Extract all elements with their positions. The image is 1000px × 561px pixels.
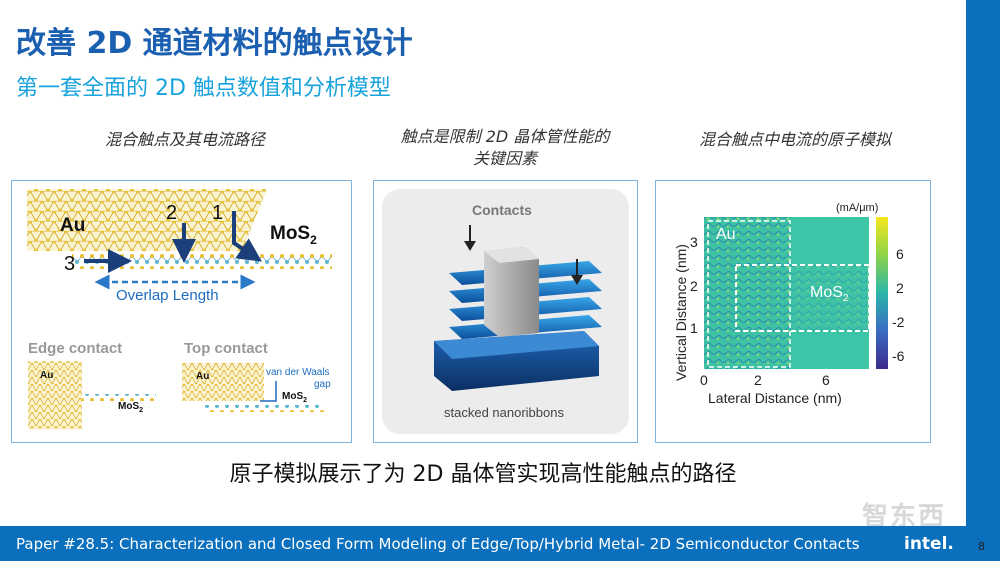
y-tick-3: 3 — [690, 234, 698, 250]
contact-arrowhead-right — [571, 275, 583, 285]
edge-contact-label: Edge contact — [28, 340, 122, 357]
hybrid-contact-illustration: Au MoS2 1 2 3 Overlap Length Edge contac… — [27, 189, 332, 429]
y-axis-label: Vertical Distance (nm) — [673, 244, 689, 381]
mos2-region-box — [735, 264, 870, 332]
nanoribbons-label: stacked nanoribbons — [444, 405, 564, 420]
y-tick-1: 1 — [690, 320, 698, 336]
y-tick-2: 2 — [690, 278, 698, 294]
mos2-monolayer — [72, 253, 332, 269]
gate-top — [484, 247, 539, 263]
vdw-label-line2: gap — [314, 379, 331, 390]
colorbar — [876, 217, 888, 369]
colorbar-unit: (mA/μm) — [836, 202, 878, 214]
x-axis-label: Lateral Distance (nm) — [708, 390, 842, 406]
au-label: Au — [60, 215, 85, 236]
hybrid-contact-panel: Au MoS2 1 2 3 Overlap Length Edge contac… — [11, 180, 352, 443]
overlap-length-label: Overlap Length — [116, 287, 219, 304]
colorbar-tick-neg2: -2 — [892, 314, 905, 330]
contacts-label: Contacts — [472, 202, 532, 218]
caption-right: 混合触点中电流的原子模拟 — [698, 130, 891, 149]
top-au-block — [182, 363, 264, 401]
colorbar-tick-2: 2 — [896, 280, 904, 296]
vdw-label-line1: van der Waals — [266, 367, 330, 378]
edge-mos2-label: MoS2 — [118, 401, 143, 414]
au-region-box — [707, 220, 791, 368]
edge-mos2-layer — [82, 394, 156, 401]
intel-logo: intel. — [904, 534, 954, 554]
current-path-arrow-1 — [232, 211, 262, 262]
stacked-nanoribbon-illustration: Contacts stacked nanoribbons — [382, 189, 629, 434]
x-tick-0: 0 — [700, 372, 708, 388]
page-number: 8 — [978, 540, 985, 553]
arrow-label-1: 1 — [212, 202, 223, 224]
conclusion-text: 原子模拟展示了为 2D 晶体管实现高性能触点的路径 — [229, 462, 737, 487]
caption-middle-line2: 关键因素 — [472, 149, 537, 168]
top-au-label: Au — [196, 371, 209, 382]
colorbar-tick-6: 6 — [896, 246, 904, 262]
heatmap-au-label: Au — [716, 226, 736, 243]
edge-au-label: Au — [40, 370, 53, 381]
gate-block — [484, 247, 539, 337]
x-tick-6: 6 — [822, 372, 830, 388]
slide-title: 改善 2D 通道材料的触点设计 — [16, 26, 413, 61]
colorbar-tick-neg6: -6 — [892, 348, 905, 364]
au-lattice-block — [27, 189, 267, 251]
footer-paper-title: Paper #28.5: Characterization and Closed… — [16, 535, 860, 553]
caption-left: 混合触点及其电流路径 — [104, 130, 265, 149]
right-accent-bar — [966, 0, 1000, 561]
slide-subtitle: 第一套全面的 2D 触点数值和分析模型 — [16, 76, 391, 101]
heatmap-mos2-label: MoS2 — [810, 284, 849, 304]
contact-arrowhead-left — [464, 241, 476, 251]
caption-middle: 触点是限制 2D 晶体管性能的 关键因素 — [370, 126, 640, 170]
atomistic-simulation-panel: Vertical Distance (nm) Au MoS2 3 2 1 0 2… — [655, 180, 931, 443]
arrow-label-3: 3 — [64, 253, 75, 275]
edge-au-block — [28, 361, 82, 429]
mos2-region-fill — [736, 265, 869, 331]
substrate-top — [434, 331, 599, 359]
x-tick-2: 2 — [754, 372, 762, 388]
top-mos2-label: MoS2 — [282, 391, 307, 404]
footer-bar — [0, 526, 966, 561]
mos2-label: MoS2 — [270, 223, 317, 247]
top-mos2-layer — [204, 405, 324, 412]
top-contact-label: Top contact — [184, 340, 268, 357]
arrow-label-2: 2 — [166, 202, 177, 224]
nanoribbon-panel: Contacts stacked nanoribbons — [373, 180, 638, 443]
vdw-gap-pointer — [260, 381, 277, 402]
current-density-heatmap: Vertical Distance (nm) Au MoS2 3 2 1 0 2… — [673, 202, 905, 406]
caption-middle-line1: 触点是限制 2D 晶体管性能的 — [400, 127, 610, 146]
